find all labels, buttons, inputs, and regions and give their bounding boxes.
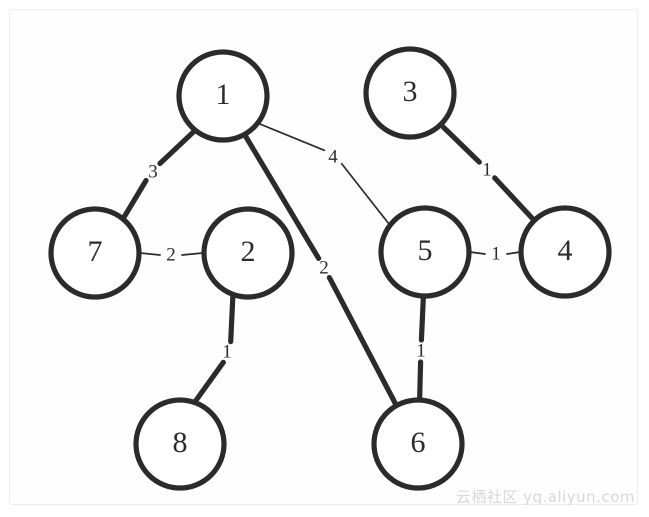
edges-layer xyxy=(120,122,537,408)
edge-5-4 xyxy=(506,251,521,255)
graph-node-2[interactable]: 2 xyxy=(201,206,295,300)
node-circle-7[interactable] xyxy=(48,206,142,300)
node-circle-4[interactable] xyxy=(518,205,612,299)
edge-5-6 xyxy=(418,294,426,343)
node-circle-6[interactable] xyxy=(371,397,465,491)
edge-2-8 xyxy=(228,292,236,345)
node-circle-8[interactable] xyxy=(133,397,227,491)
edge-5-6 xyxy=(417,359,424,402)
node-label-5: 5 xyxy=(418,234,433,267)
node-label-3: 3 xyxy=(403,75,418,108)
node-label-7: 7 xyxy=(88,235,103,268)
graph-node-3[interactable]: 3 xyxy=(363,46,457,140)
node-label-4: 4 xyxy=(558,234,573,267)
node-label-1: 1 xyxy=(216,78,231,111)
watermark: 云栖社区 yq.aliyun.com xyxy=(455,488,635,506)
node-label-6: 6 xyxy=(411,426,426,459)
edge-weight-1-6: 2 xyxy=(319,257,329,278)
edge-weight-5-6: 1 xyxy=(416,340,426,361)
edge-weight-3-4: 1 xyxy=(482,159,492,180)
graph-node-8[interactable]: 8 xyxy=(133,397,227,491)
edge-weight-5-4: 1 xyxy=(491,243,501,264)
graph-node-1[interactable]: 1 xyxy=(176,49,270,143)
edge-2-8 xyxy=(192,359,226,405)
node-label-2: 2 xyxy=(241,235,256,268)
node-circle-1[interactable] xyxy=(176,49,270,143)
node-label-8: 8 xyxy=(173,426,188,459)
edge-1-7 xyxy=(157,128,198,167)
edge-7-2 xyxy=(181,252,204,256)
edge-1-6 xyxy=(242,132,322,262)
edge-7-2 xyxy=(139,252,161,256)
node-circle-3[interactable] xyxy=(363,46,457,140)
edge-1-5 xyxy=(340,162,391,226)
edge-1-6 xyxy=(326,274,399,408)
graph-node-7[interactable]: 7 xyxy=(48,206,142,300)
edge-weight-2-8: 1 xyxy=(222,341,232,362)
node-circle-2[interactable] xyxy=(201,206,295,300)
graph-node-6[interactable]: 6 xyxy=(371,397,465,491)
node-circle-5[interactable] xyxy=(378,205,472,299)
edge-1-5 xyxy=(257,122,326,152)
graph-node-4[interactable]: 4 xyxy=(518,205,612,299)
edge-weight-7-2: 2 xyxy=(166,244,176,265)
edge-weight-1-5: 4 xyxy=(328,146,338,167)
edge-1-7 xyxy=(120,177,149,221)
edge-weight-1-7: 3 xyxy=(148,161,158,182)
edge-weights-layer: 3 4 2 2 1 1 1 1 xyxy=(148,146,501,362)
edge-3-4 xyxy=(438,122,482,165)
edge-5-4 xyxy=(469,251,486,255)
edge-3-4 xyxy=(492,175,537,223)
nodes-layer: 1 3 7 2 5 4 8 6 xyxy=(48,46,612,491)
graph-node-5[interactable]: 5 xyxy=(378,205,472,299)
